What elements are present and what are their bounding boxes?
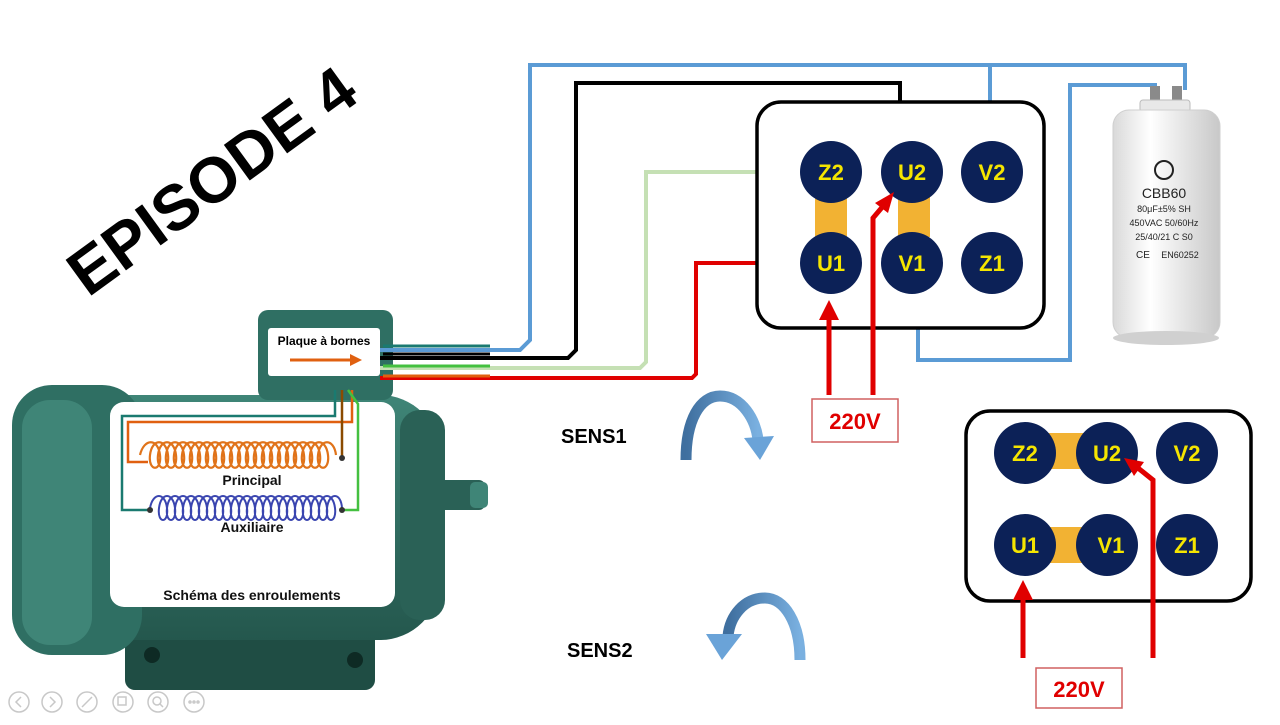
motor-illustration: Plaque à bornes Principal Auxiliaire Sch…: [12, 310, 488, 690]
terminal-z2: [800, 141, 862, 203]
zoom-button[interactable]: [147, 691, 169, 713]
terminal-z1-b2-label: Z1: [1174, 533, 1200, 558]
terminal-v2-b2: [1156, 422, 1218, 484]
terminal-u2-b2: [1076, 422, 1138, 484]
arrow-up-left-icon: [1124, 458, 1144, 476]
brand-logo-icon: [1154, 160, 1174, 180]
terminal-v1-b2-label: V1: [1098, 533, 1125, 558]
winding-main-label: Principal: [222, 472, 281, 488]
episode-title: EPISODE 4: [54, 52, 370, 309]
scheme-caption: Schéma des enroulements: [163, 587, 341, 603]
winding-aux-label: Auxiliaire: [220, 519, 283, 535]
menu-button[interactable]: [183, 691, 205, 713]
terminal-v1-label: V1: [899, 251, 926, 276]
terminal-v2-b2-label: V2: [1174, 441, 1201, 466]
direction-label-1: SENS1: [561, 426, 627, 448]
capacitor-model: CBB60: [1142, 185, 1187, 201]
terminal-v1-b2: [1076, 514, 1138, 576]
pen-button[interactable]: [76, 691, 98, 713]
winding-wires: [120, 389, 360, 512]
capacitor-spec-3: 25/40/21 C S0: [1135, 232, 1193, 242]
capacitor-spec-2: 450VAC 50/60Hz: [1130, 218, 1199, 228]
terminal-u2: [881, 141, 943, 203]
terminal-z1: [961, 232, 1023, 294]
plate-wire-stubs: [383, 344, 490, 378]
supply-arrows-1: [819, 192, 894, 395]
terminal-board-2: Z2 U2 V2 U1 V1 Z1: [964, 409, 1253, 603]
supply-arrows-2: [1013, 458, 1156, 658]
terminal-v1: [881, 232, 943, 294]
plate-label: Plaque à bornes: [278, 334, 371, 348]
arrow-right-icon: [350, 354, 362, 366]
terminal-u2-b2-label: U2: [1093, 441, 1121, 466]
terminal-u1-b2-label: U1: [1011, 533, 1039, 558]
terminal-z2-label: Z2: [818, 160, 844, 185]
terminal-z2-b2-label: Z2: [1012, 441, 1038, 466]
next-button[interactable]: [41, 691, 63, 713]
voltage-label-1: 220V: [829, 409, 881, 434]
direction-label-2: SENS2: [567, 640, 633, 662]
capacitor: CBB60 80μF±5% SH 450VAC 50/60Hz 25/40/21…: [1112, 86, 1221, 345]
terminal-u1-b2: [994, 514, 1056, 576]
rotation-ccw-icon: [706, 592, 806, 661]
arrow-up-icon: [1013, 580, 1033, 600]
terminal-v2-label: V2: [979, 160, 1006, 185]
terminal-u1: [800, 232, 862, 294]
capacitor-spec-4: EN60252: [1161, 250, 1199, 260]
arrow-up-right-icon: [875, 192, 894, 213]
previous-button[interactable]: [8, 691, 30, 713]
capacitor-spec-1: 80μF±5% SH: [1137, 204, 1191, 214]
terminal-u2-label: U2: [898, 160, 926, 185]
ce-mark-icon: CE: [1136, 250, 1150, 261]
main-winding-coil: [138, 441, 338, 469]
voltage-label-2: 220V: [1053, 677, 1105, 702]
player-controls: [8, 691, 205, 713]
terminal-z2-b2: [994, 422, 1056, 484]
terminal-z1-label: Z1: [979, 251, 1005, 276]
rotation-cw-icon: [680, 390, 774, 461]
aux-winding-coil: [149, 495, 343, 521]
supply-wires: [380, 63, 1187, 380]
terminal-v2: [961, 141, 1023, 203]
arrow-up-icon: [819, 300, 839, 320]
copy-button[interactable]: [112, 691, 134, 713]
terminal-u1-label: U1: [817, 251, 845, 276]
terminal-z1-b2: [1156, 514, 1218, 576]
terminal-board-1: Z2 U2 V2 U1 V1 Z1: [755, 100, 1046, 330]
